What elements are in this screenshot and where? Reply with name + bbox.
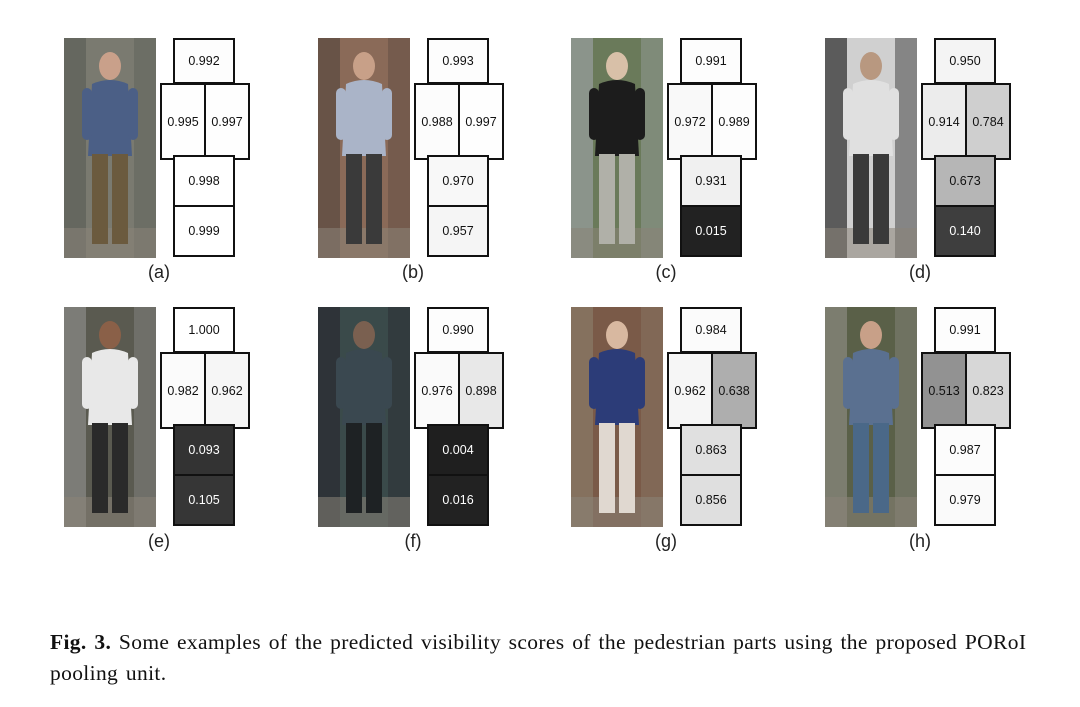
pedestrian-image: [571, 38, 663, 258]
part-score-right: 0.997: [204, 83, 250, 160]
panel-label: (b): [402, 262, 424, 282]
part-score-upper: 0.970: [427, 155, 489, 207]
part-score-upper: 0.998: [173, 155, 235, 207]
part-score-upper: 0.931: [680, 155, 742, 207]
part-score-lower: 0.015: [680, 205, 742, 257]
caption-text: Some examples of the predicted visibilit…: [50, 629, 1027, 685]
part-score-left: 0.988: [414, 83, 460, 160]
part-score-upper: 0.004: [427, 424, 489, 476]
panel-label: (f): [404, 531, 422, 551]
part-score-left: 0.972: [667, 83, 713, 160]
part-score-right: 0.997: [458, 83, 504, 160]
pedestrian-image: [64, 307, 156, 527]
panel-label: (c): [655, 262, 677, 282]
part-score-head: 0.984: [680, 307, 742, 353]
part-score-lower: 0.957: [427, 205, 489, 257]
part-score-left: 0.513: [921, 352, 967, 429]
part-score-right: 0.784: [965, 83, 1011, 160]
part-score-upper: 0.093: [173, 424, 235, 476]
pedestrian-image: [825, 307, 917, 527]
part-score-upper: 0.863: [680, 424, 742, 476]
panel-label: (h): [909, 531, 931, 551]
part-score-head: 0.950: [934, 38, 996, 84]
part-score-lower: 0.979: [934, 474, 996, 526]
part-score-lower: 0.016: [427, 474, 489, 526]
part-score-right: 0.638: [711, 352, 757, 429]
part-score-lower: 0.856: [680, 474, 742, 526]
part-score-left: 0.962: [667, 352, 713, 429]
part-score-left: 0.982: [160, 352, 206, 429]
part-score-left: 0.976: [414, 352, 460, 429]
part-score-head: 0.993: [427, 38, 489, 84]
part-score-upper: 0.987: [934, 424, 996, 476]
panel-label: (g): [655, 531, 677, 551]
figure-caption: Fig. 3. Some examples of the predicted v…: [50, 627, 1040, 689]
part-score-head: 0.991: [680, 38, 742, 84]
part-score-right: 0.823: [965, 352, 1011, 429]
pedestrian-image: [318, 38, 410, 258]
part-score-head: 0.991: [934, 307, 996, 353]
part-score-left: 0.914: [921, 83, 967, 160]
part-score-lower: 0.140: [934, 205, 996, 257]
pedestrian-image: [825, 38, 917, 258]
panel-label: (e): [148, 531, 170, 551]
part-score-right: 0.989: [711, 83, 757, 160]
panel-label: (d): [909, 262, 931, 282]
panel-label: (a): [148, 262, 170, 282]
pedestrian-image: [318, 307, 410, 527]
pedestrian-image: [64, 38, 156, 258]
pedestrian-image: [571, 307, 663, 527]
caption-label: Fig. 3.: [50, 629, 112, 654]
part-score-lower: 0.999: [173, 205, 235, 257]
part-score-head: 1.000: [173, 307, 235, 353]
part-score-left: 0.995: [160, 83, 206, 160]
part-score-right: 0.962: [204, 352, 250, 429]
part-score-head: 0.992: [173, 38, 235, 84]
part-score-lower: 0.105: [173, 474, 235, 526]
part-score-upper: 0.673: [934, 155, 996, 207]
part-score-right: 0.898: [458, 352, 504, 429]
part-score-head: 0.990: [427, 307, 489, 353]
